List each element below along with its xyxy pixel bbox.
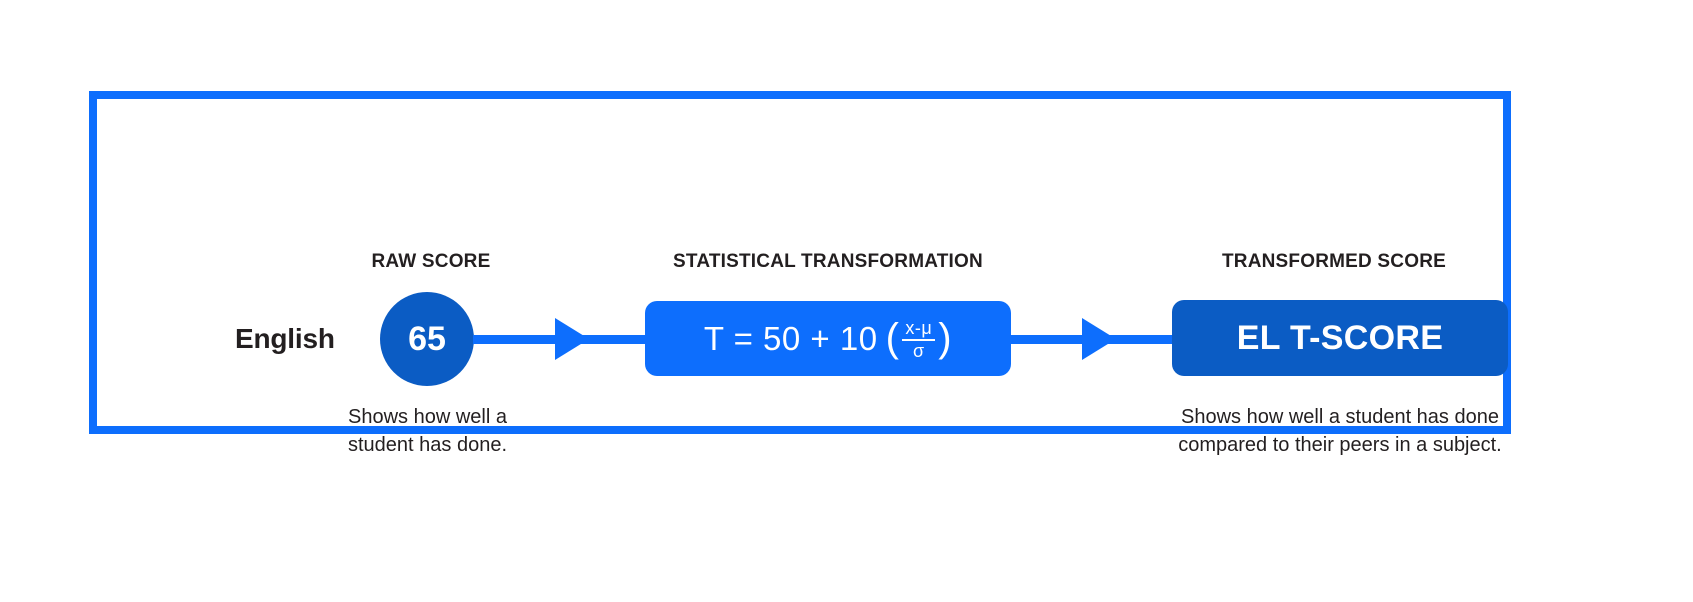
formula-lead: T = 50 + 10	[703, 319, 878, 357]
arrow-formula-to-tscore-icon	[1010, 318, 1174, 360]
statistical-transformation-header: STATISTICAL TRANSFORMATION	[673, 251, 983, 272]
transformed-score-box: EL T-SCORE	[1172, 300, 1508, 376]
formula-paren-close: )	[938, 315, 953, 360]
arrow-head	[1082, 318, 1116, 360]
formula-box: T = 50 + 10 ( x-μ σ )	[645, 301, 1011, 376]
raw-score-caption: Shows how well a student has done.	[347, 406, 507, 456]
raw-score-value: 65	[408, 319, 446, 358]
formula-denominator: σ	[913, 340, 925, 361]
formula-paren-open: (	[885, 315, 900, 360]
formula-numerator: x-μ	[902, 318, 936, 341]
arrow-raw-to-formula-icon	[473, 318, 649, 360]
transformed-score-header: TRANSFORMED SCORE	[1221, 251, 1446, 272]
subject-label: English	[235, 323, 335, 354]
diagram-frame: English RAW SCORE STATISTICAL TRANSFORMA…	[89, 91, 1511, 456]
raw-score-circle: 65	[380, 292, 474, 386]
arrow-head	[555, 318, 589, 360]
transformed-score-value: EL T-SCORE	[1236, 318, 1444, 357]
raw-score-header: RAW SCORE	[371, 251, 491, 272]
formula-expression: T = 50 + 10 ( x-μ σ )	[704, 318, 952, 360]
formula-fraction: x-μ σ	[902, 318, 936, 361]
transformed-score-caption: Shows how well a student has done compar…	[1178, 406, 1502, 456]
